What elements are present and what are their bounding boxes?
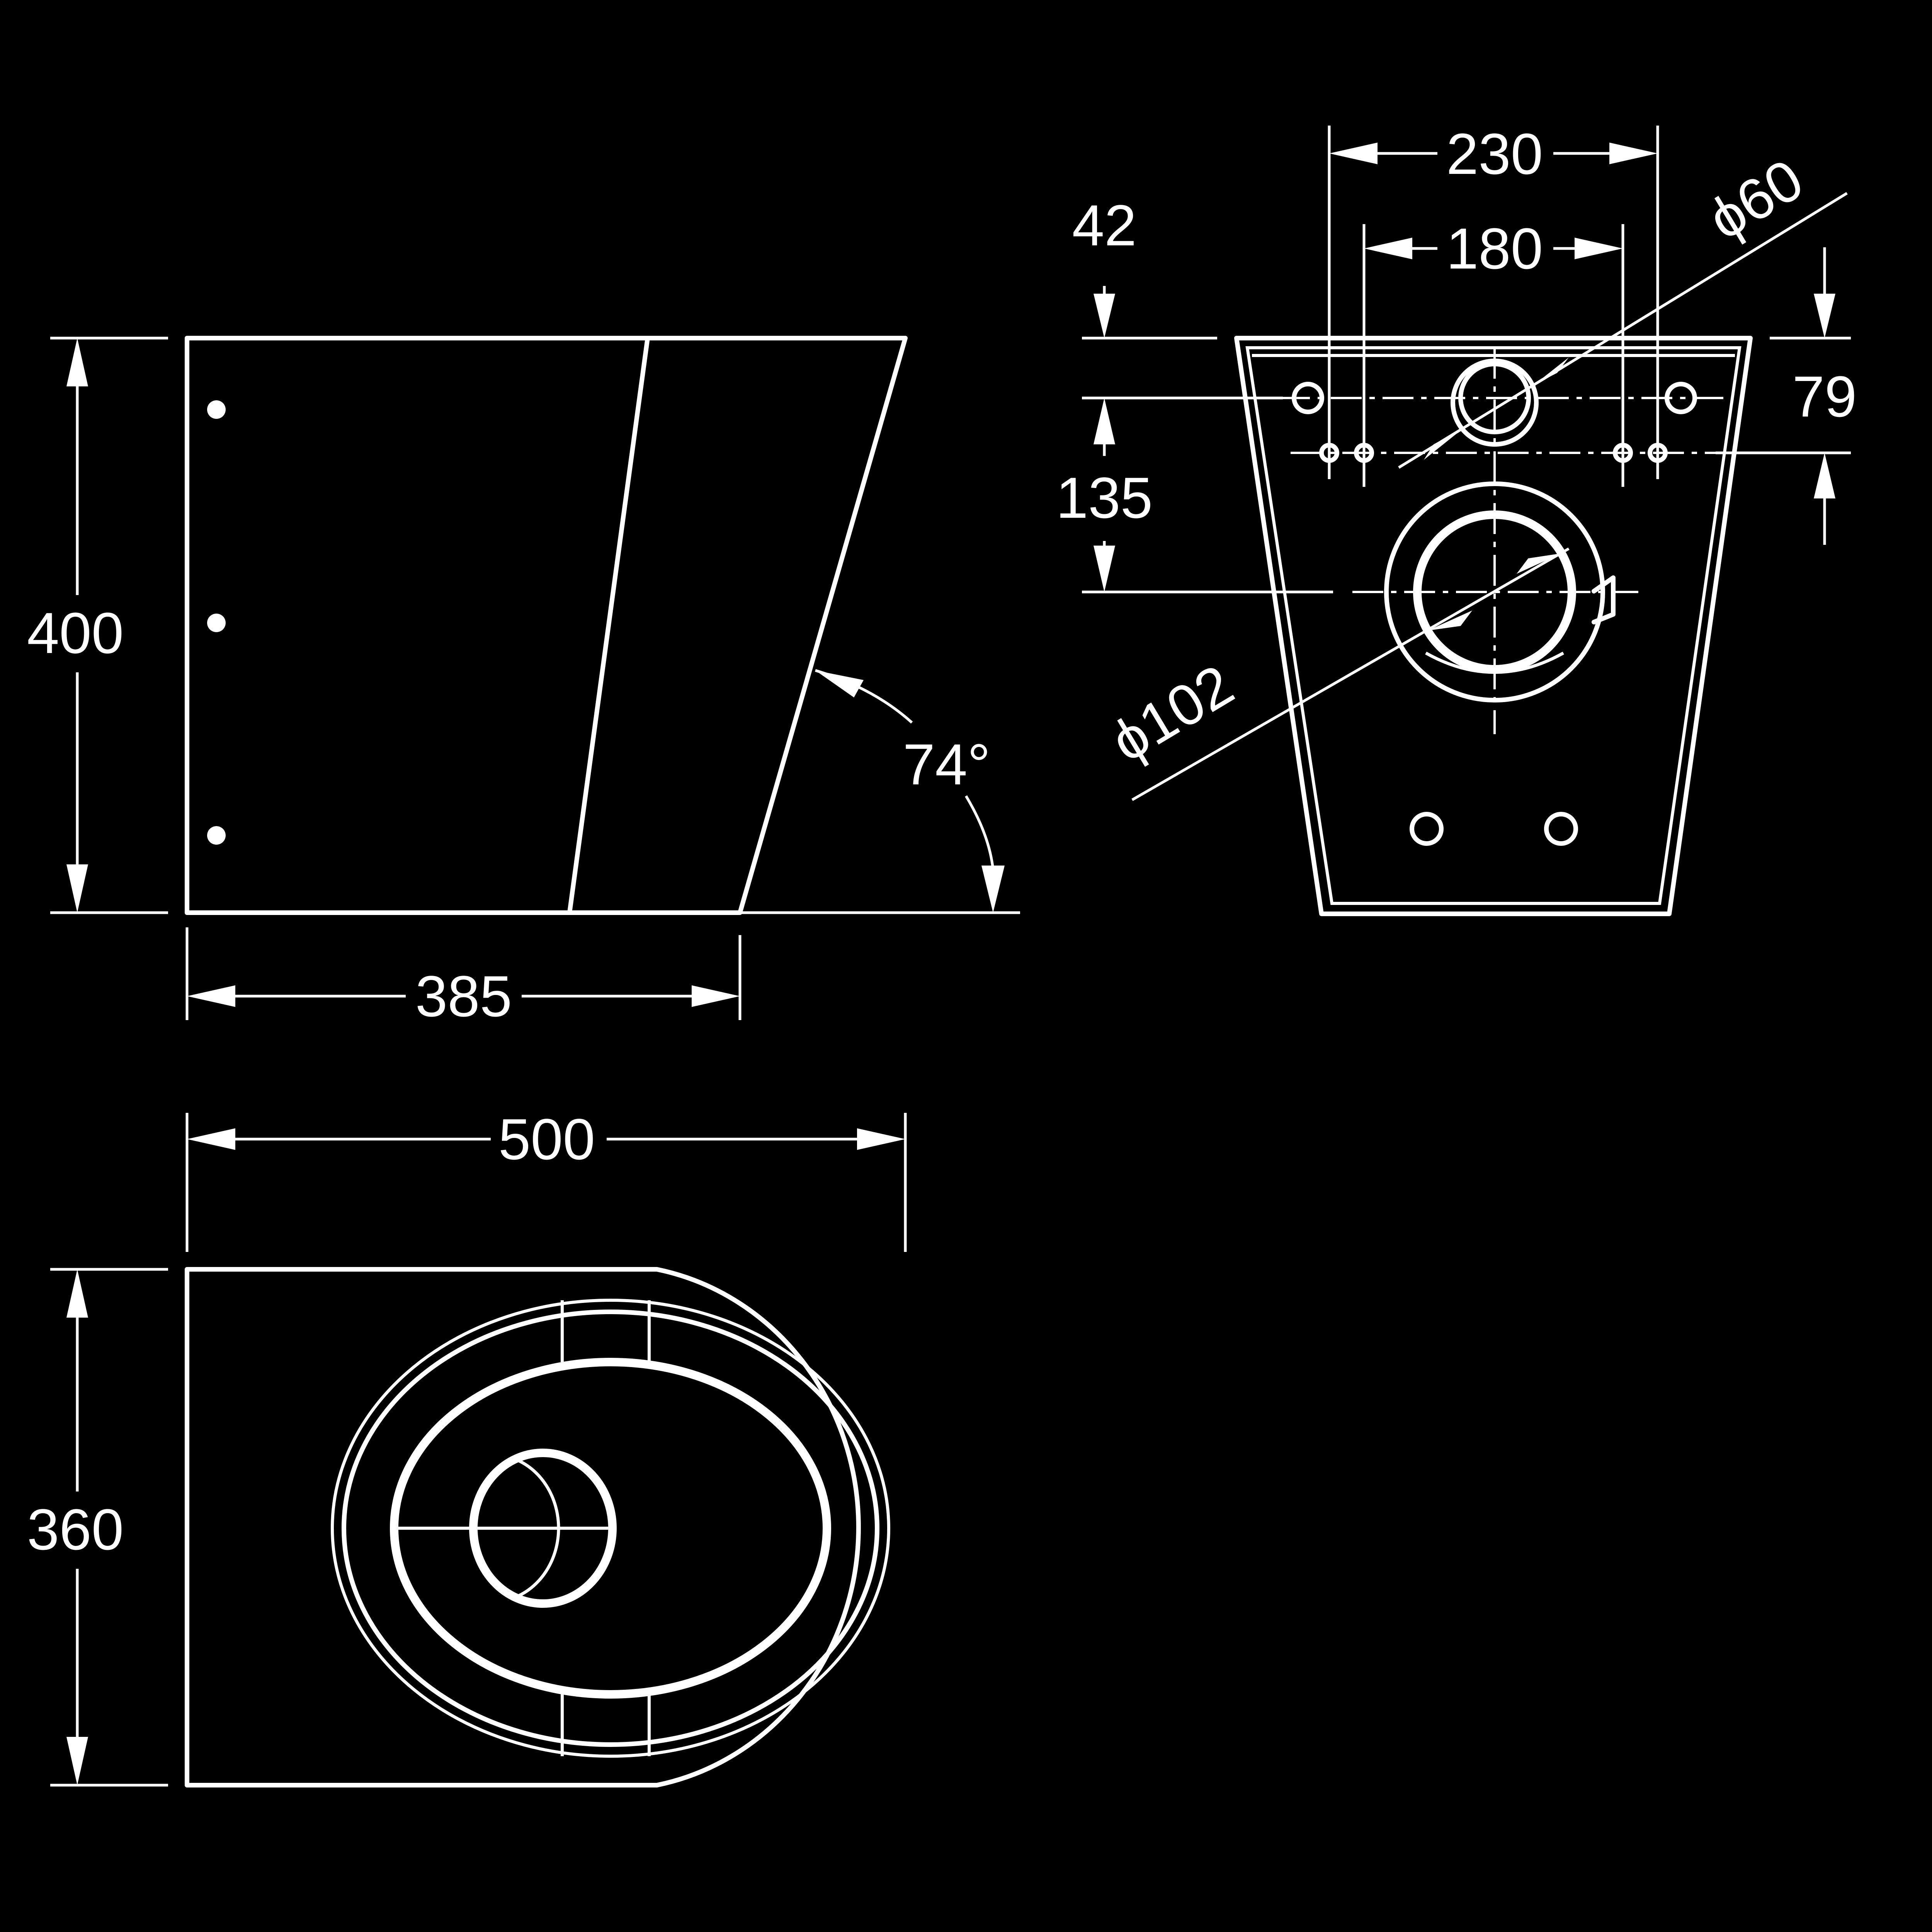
front-180-dimension: 180	[1362, 216, 1624, 487]
side-depth-dimension: 385	[185, 927, 742, 1029]
floor-fixing-hole	[1410, 812, 1444, 846]
top-width-label: 500	[498, 1107, 595, 1172]
side-view-body	[185, 336, 908, 915]
side-view: 400 385 74°	[27, 336, 1020, 1029]
mounting-hole	[207, 614, 226, 632]
side-angle-dimension: 74°	[740, 669, 1020, 914]
front-230-label: 230	[1446, 121, 1543, 186]
side-height-dimension: 400	[27, 337, 168, 914]
side-angle-label: 74°	[903, 732, 991, 797]
front-135-label: 135	[1056, 465, 1153, 530]
side-height-label: 400	[27, 600, 124, 665]
floor-fixing-hole	[1544, 812, 1578, 846]
mounting-hole	[207, 826, 226, 845]
top-depth-dimension: 360	[27, 1268, 168, 1787]
top-width-dimension: 500	[185, 1107, 907, 1252]
front-79-label: 79	[1793, 364, 1857, 429]
front-dia102-leader: ϕ102	[1100, 547, 1570, 801]
front-42-dimension: 42	[1072, 193, 1283, 400]
top-view-body	[185, 1267, 890, 1787]
top-depth-label: 360	[27, 1497, 124, 1562]
side-depth-label: 385	[415, 964, 512, 1029]
front-230-dimension: 230	[1328, 121, 1659, 479]
front-79-dimension: 79	[1716, 247, 1857, 545]
front-135-dimension: 135	[1056, 398, 1333, 594]
front-42-label: 42	[1072, 193, 1137, 258]
front-view: 230 180 42 135	[1056, 121, 1857, 916]
mounting-hole	[207, 400, 226, 419]
front-dia102-label: ϕ102	[1100, 652, 1244, 774]
front-dia60-label: ϕ60	[1697, 146, 1814, 252]
top-view: 500 360	[27, 1107, 907, 1787]
front-180-label: 180	[1446, 216, 1543, 281]
front-view-body	[1234, 336, 1753, 916]
